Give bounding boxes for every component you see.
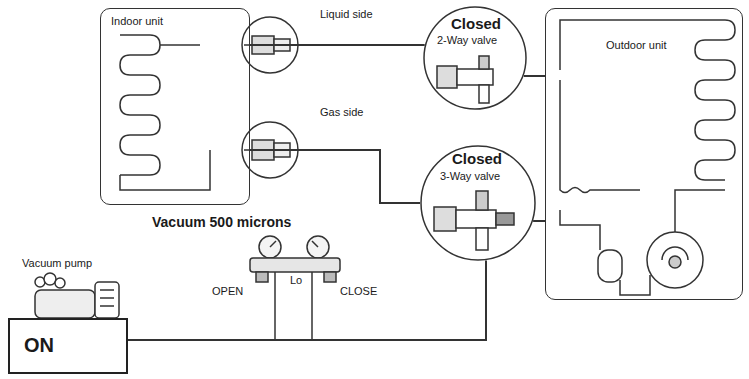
node-text: 3-Way valve [440,170,500,183]
node-title: ON [24,334,54,357]
pipe-label: Gas side [318,106,365,119]
node-text: 2-Way valve [437,34,497,47]
node-title: Outdoor unit [606,39,667,52]
three-way-valve: Closed 3-Way valve [420,145,536,261]
two-way-valve: Closed 2-Way valve [423,6,527,110]
refrigerant-pipe [128,260,486,340]
outdoor-piping [560,20,735,295]
node-title: Closed [452,150,502,167]
indoor-unit: Indoor unit [100,8,250,205]
valve-symbol [434,191,514,250]
indoor-coil [120,35,210,190]
part-label: Vacuum pump [20,257,94,270]
pipe-label: Liquid side [318,8,375,21]
vacuum-reading: Vacuum 500 microns [150,214,293,230]
pump-motor [35,273,119,318]
valve-label: OPEN [210,285,245,298]
refrigerant-pipe [524,75,545,77]
refrigerant-pipe [533,220,545,222]
valve-symbol [437,56,493,103]
outdoor-unit: Outdoor unit [545,8,743,300]
port-label: Lo [288,274,304,287]
gauge-manifold [250,236,340,340]
flare-detail [242,17,298,178]
node-title: Closed [451,15,501,32]
compressor [598,232,703,288]
node-title: Indoor unit [111,15,163,28]
vacuum-pump: ON [8,318,128,374]
refrigerant-pipe [250,150,420,203]
refrigerant-pipe [250,44,425,46]
valve-label: CLOSE [338,285,379,298]
